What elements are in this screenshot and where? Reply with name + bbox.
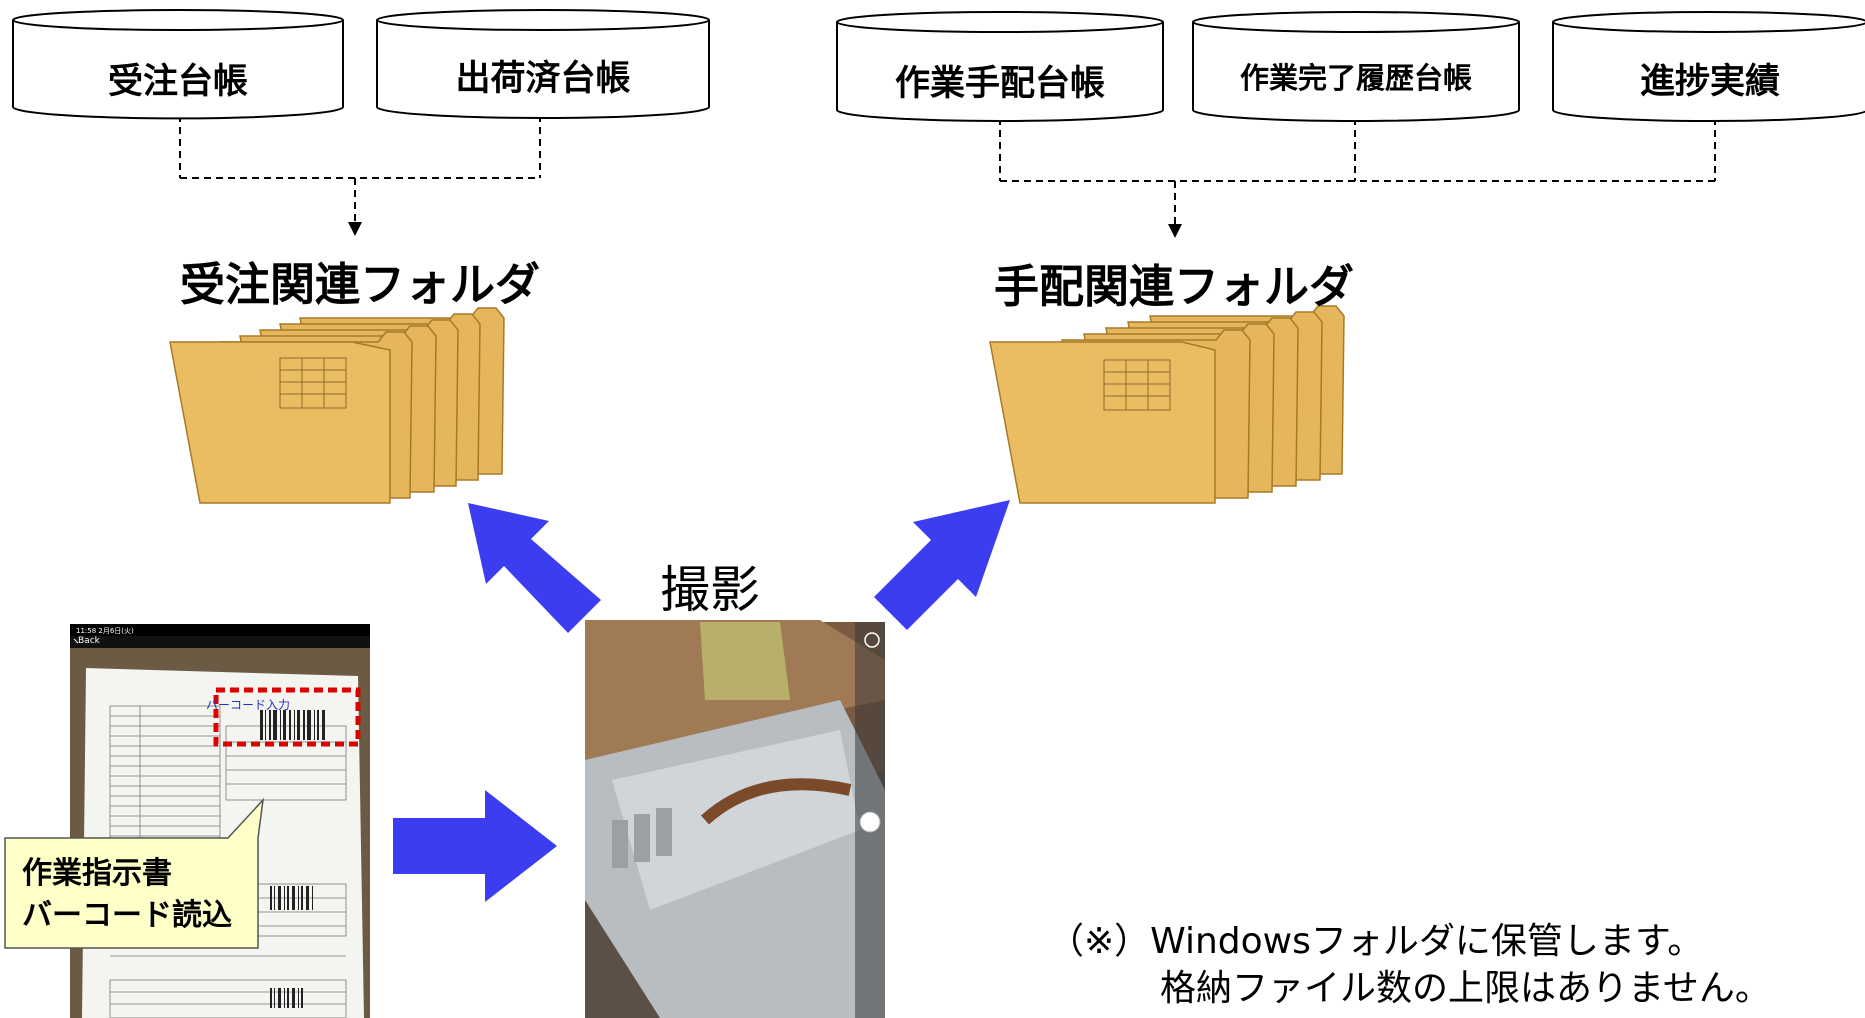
storage-note-line-1: （※）Windowsフォルダに保管します。 [1048, 921, 1704, 962]
db-cylinder-progress-results [1552, 11, 1865, 122]
order-folder-stack [169, 307, 505, 504]
shipped-ledger-label: 出荷済台帳 [455, 58, 631, 99]
capture-title: 撮影 [660, 561, 760, 619]
progress-results-label: 進捗実績 [1639, 61, 1780, 102]
camera-capture-photo [585, 620, 885, 1018]
callout-line-2: バーコード読込 [22, 898, 232, 933]
left-dashed-connector [179, 115, 541, 222]
callout-bubble [4, 797, 265, 949]
right-connector-arrowhead [1168, 224, 1182, 238]
arrow-to-camera [393, 790, 557, 902]
arrangement-ledger-label: 作業手配台帳 [894, 63, 1105, 104]
db-cylinder-order-ledger [12, 9, 344, 120]
arrangement-folder-stack [989, 305, 1345, 504]
arrow-to-arrangement-folders [874, 500, 1010, 630]
completion-history-ledger-label: 作業完了履歴台帳 [1239, 61, 1472, 95]
db-cylinder-shipped-ledger [376, 9, 710, 119]
tablet-back-button: Back [78, 636, 100, 646]
db-cylinder-completion-history-ledger [1192, 11, 1520, 122]
tablet-scan-photo: 11:58 2月6日(火) [70, 624, 370, 1018]
arrow-to-order-folders [468, 503, 601, 633]
svg-text:11:58 2月6日(火): 11:58 2月6日(火) [76, 627, 134, 635]
storage-note-line-2: 格納ファイル数の上限はありません。 [1160, 968, 1771, 1009]
barcode-input-label: バーコード入力 [206, 698, 291, 712]
barcode-highlight-box [213, 687, 361, 747]
right-dashed-connector [999, 118, 1716, 224]
order-folders-title: 受注関連フォルダ [180, 258, 541, 311]
arrangement-folders-title: 手配関連フォルダ [994, 260, 1355, 313]
callout-line-1: 作業指示書 [22, 856, 172, 891]
order-ledger-label: 受注台帳 [107, 61, 248, 102]
left-connector-arrowhead [348, 222, 362, 236]
db-cylinder-arrangement-ledger [836, 11, 1164, 122]
